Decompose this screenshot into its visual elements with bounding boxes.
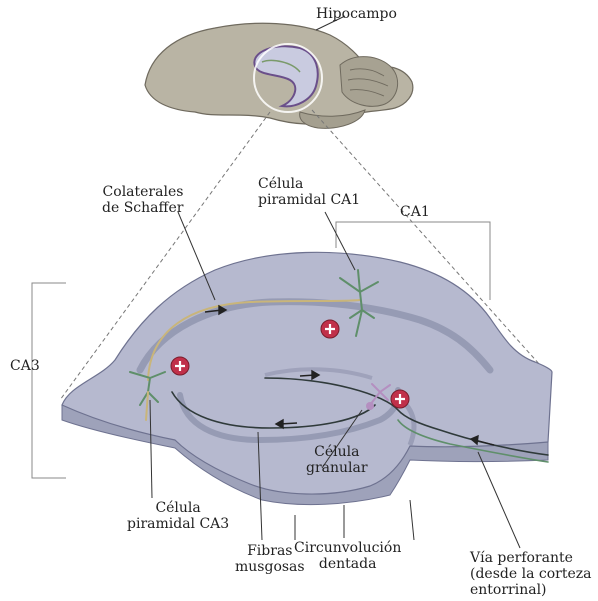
ca3-bracket xyxy=(32,283,66,478)
label-ca1: CA1 xyxy=(400,204,430,220)
label-colaterales-de-schaffer: Colaterales de Schaffer xyxy=(102,184,183,216)
label-ca3: CA3 xyxy=(10,358,40,374)
label-celula-piramidal-ca3: Célula piramidal CA3 xyxy=(127,500,229,532)
plus-circle-icon xyxy=(391,390,409,408)
label-circunvolucion-dentada: Circunvolución dentada xyxy=(294,540,401,572)
cerebellum xyxy=(340,57,398,107)
label-celula-piramidal-ca1: Célula piramidal CA1 xyxy=(258,176,360,208)
plus-circle-icon xyxy=(321,320,339,338)
label-hipocampo: Hipocampo xyxy=(316,6,397,22)
rat-brain-illustration xyxy=(145,16,413,128)
plus-circle-icon xyxy=(171,357,189,375)
granule-cell-body xyxy=(366,402,374,410)
label-celula-granular: Célula granular xyxy=(306,444,368,476)
label-via-perforante: Vía perforante (desde la corteza entorri… xyxy=(470,550,591,598)
